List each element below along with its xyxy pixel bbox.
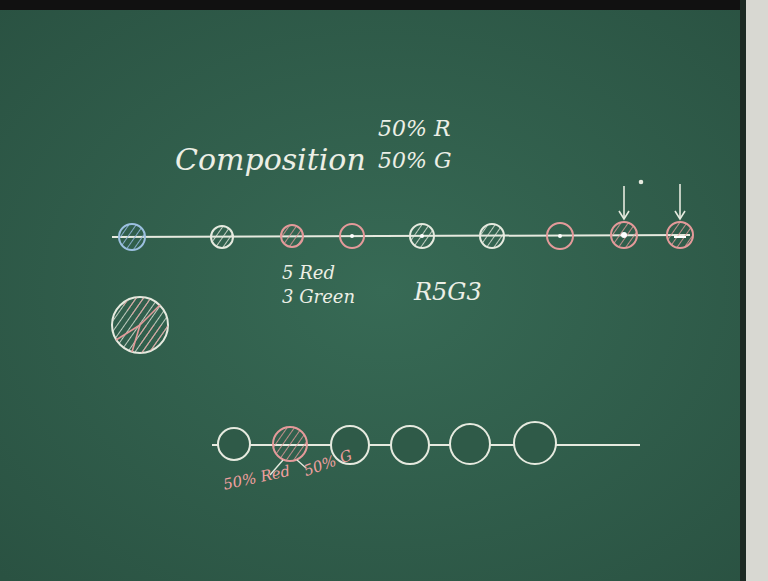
composition-value: 50% R [378, 118, 450, 140]
chain-atoms [218, 422, 556, 464]
composition-value: 50% G [378, 150, 451, 172]
board-top-edge [0, 0, 768, 10]
board-frame-shadow [740, 0, 746, 581]
board-frame [746, 0, 768, 581]
formula: R5G3 [414, 280, 482, 304]
chain-atoms [119, 222, 693, 250]
pointer-arrows [619, 181, 685, 220]
count-note: 5 Red [282, 264, 335, 282]
heading-word: Composition [175, 145, 366, 175]
mixed-atom [112, 297, 168, 353]
count-note: 3 Green [282, 288, 355, 306]
chain-line [112, 235, 690, 237]
